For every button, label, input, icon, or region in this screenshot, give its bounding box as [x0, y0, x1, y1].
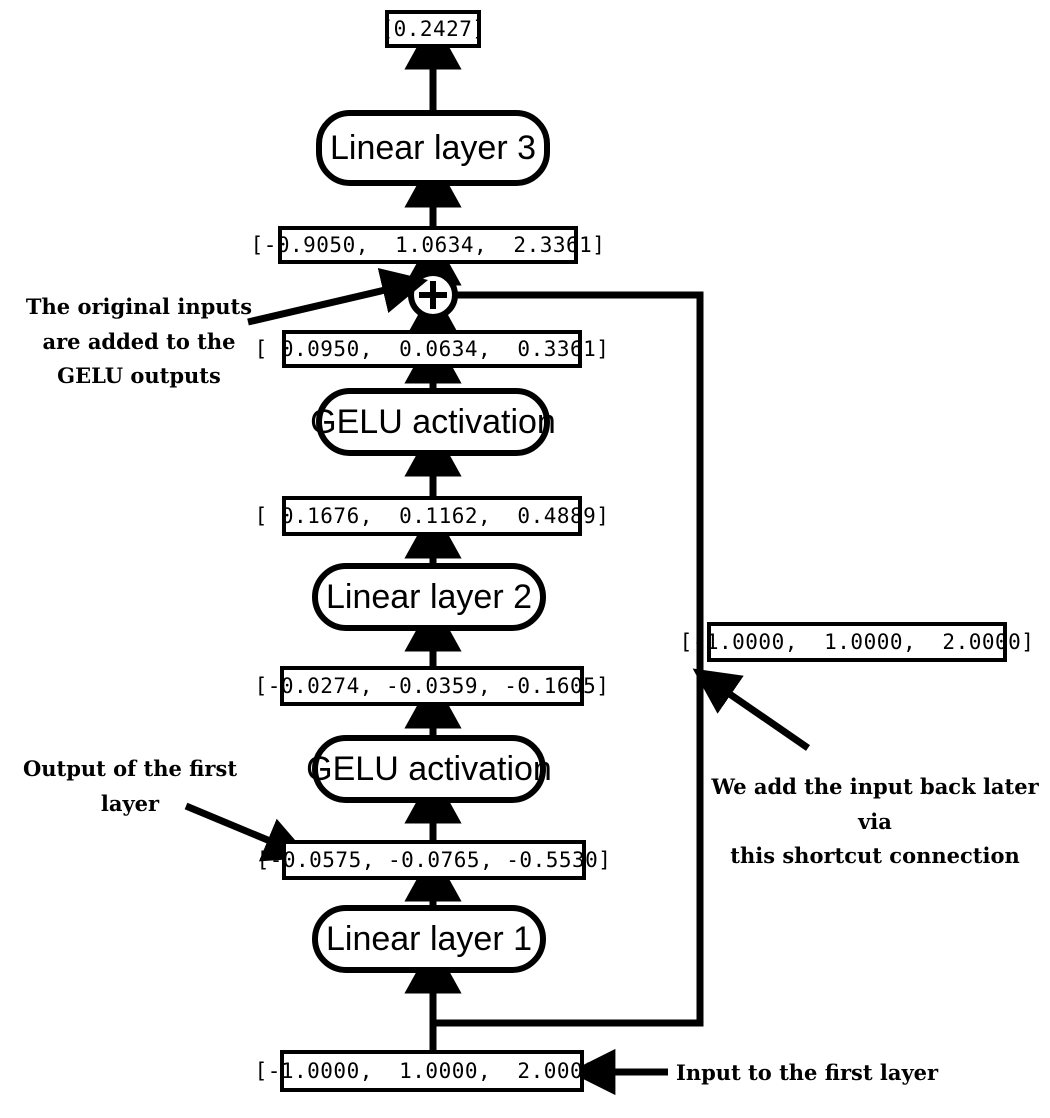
tensor-box-shortcut-carried-input: [-1.0000, 1.0000, 2.0000]	[680, 622, 1034, 662]
tensor-box-gelu1-output: [-0.0274, -0.0359, -0.1605]	[255, 666, 609, 706]
layer-box-linear-layer-3[interactable]: Linear layer 3	[316, 110, 550, 186]
annotation-shortcut-connection: We add the input back later via this sho…	[711, 774, 1039, 869]
annotation-model-input: Input to the first layer	[676, 1060, 939, 1085]
layer-box-gelu-activation-2[interactable]: GELU activation	[310, 388, 556, 456]
tensor-box-model-input: [-1.0000, 1.0000, 2.0000]	[255, 1050, 609, 1092]
layer-box-linear-layer-2[interactable]: Linear layer 2	[312, 563, 546, 631]
tensor-box-output: [0.2427]	[380, 10, 485, 48]
tensor-box-linear1-output: [-0.0575, -0.0765, -0.5530]	[257, 840, 611, 880]
tensor-box-linear2-output: [ 0.1676, 0.1162, 0.4889]	[255, 496, 609, 536]
layer-box-gelu-activation-1[interactable]: GELU activation	[306, 735, 552, 803]
addition-node-glyph	[408, 270, 458, 320]
annotation-residual-add: The original inputs are added to the GEL…	[25, 294, 253, 389]
annotation-arrow-shortcut	[692, 668, 810, 751]
annotation-first-layer-output: Output of the first layer	[22, 756, 238, 816]
annotation-arrow-residual-add	[247, 268, 428, 326]
tensor-box-gelu2-output: [ 0.0950, 0.0634, 0.3361]	[255, 330, 609, 368]
tensor-box-after-addition: [-0.9050, 1.0634, 2.3361]	[251, 226, 605, 264]
layer-box-linear-layer-1[interactable]: Linear layer 1	[312, 905, 546, 973]
